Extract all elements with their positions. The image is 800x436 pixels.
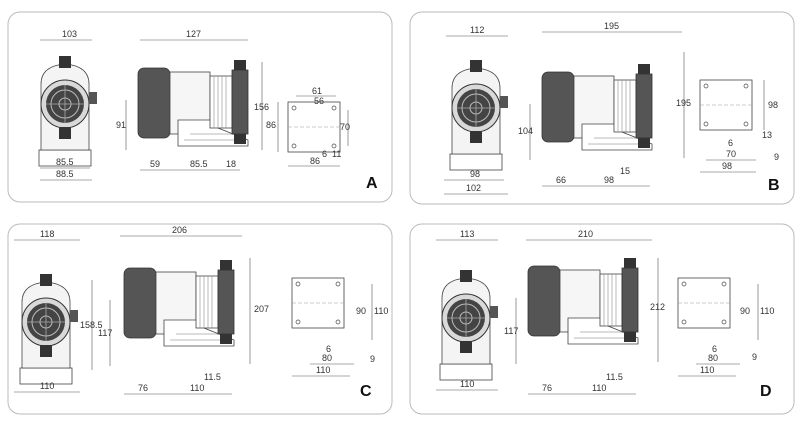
dim-label: 9	[752, 352, 757, 362]
dim-label: 158.5	[80, 320, 103, 330]
dim-label: 13	[762, 130, 772, 140]
dim-label: 98	[604, 175, 614, 185]
dim-label: 102	[466, 183, 481, 193]
dim-label: 6	[322, 149, 327, 159]
dim-label: 110	[592, 383, 606, 393]
dim-label: 86	[266, 120, 276, 130]
dim-label: 59	[150, 159, 160, 169]
dim-label: 104	[518, 126, 533, 136]
dim-label: 118	[40, 229, 54, 239]
panel-label: C	[360, 383, 372, 400]
dim-label: 88.5	[56, 169, 74, 179]
dim-label: 212	[650, 302, 665, 312]
dim-label: 11	[332, 149, 341, 159]
panel-d: 113 110 210 117 212 76 110 11.5 90 110 6…	[409, 223, 795, 415]
dim-label: 70	[340, 122, 350, 132]
dim-label: 15	[620, 166, 630, 176]
dim-label: 6	[728, 138, 733, 148]
dim-label: 70	[726, 149, 736, 159]
dim-label: 66	[556, 175, 566, 185]
dim-label: 207	[254, 304, 269, 314]
dim-label: 90	[356, 306, 366, 316]
rear-view	[677, 277, 731, 329]
dim-label: 110	[374, 306, 388, 316]
dim-label: 90	[740, 306, 750, 316]
dim-label: 18	[226, 159, 236, 169]
panel-label: A	[366, 175, 378, 192]
dim-label: 85.5	[56, 157, 74, 167]
rear-view	[291, 277, 345, 329]
dim-label: 6	[712, 344, 717, 354]
dim-label: 56	[314, 96, 324, 106]
dim-label: 112	[470, 25, 484, 35]
panel-a: 103 85.5 88.5 127 91 156 59 85.5 18 61 5…	[7, 11, 393, 203]
panel-label: D	[760, 383, 772, 400]
dim-label: 98	[722, 161, 732, 171]
dim-label: 127	[186, 29, 201, 39]
dim-label: 11.5	[204, 372, 221, 382]
dim-label: 117	[98, 328, 112, 338]
dim-label: 110	[460, 379, 474, 389]
dim-label: 80	[322, 353, 332, 363]
dim-label: 110	[760, 306, 774, 316]
dim-label: 113	[460, 229, 474, 239]
dim-label: 210	[578, 229, 593, 239]
panel-c: 118 158.5 110 206 117 207 76 110 11.5 90…	[7, 223, 393, 415]
dim-label: 110	[40, 381, 54, 391]
dim-label: 9	[774, 152, 779, 162]
dim-label: 76	[138, 383, 148, 393]
dim-label: 80	[708, 353, 718, 363]
dim-label: 86	[310, 156, 320, 166]
dim-label: 110	[700, 365, 714, 375]
dim-label: 110	[190, 383, 204, 393]
dim-label: 103	[62, 29, 77, 39]
dim-label: 6	[326, 344, 331, 354]
rear-view	[287, 101, 341, 153]
dim-label: 98	[470, 169, 480, 179]
dim-label: 195	[676, 98, 691, 108]
dim-label: 85.5	[190, 159, 208, 169]
dim-label: 110	[316, 365, 330, 375]
dim-label: 98	[768, 100, 778, 110]
rear-view	[699, 79, 753, 131]
dim-label: 117	[504, 326, 518, 336]
dim-label: 11.5	[606, 372, 623, 382]
dim-label: 156	[254, 102, 269, 112]
dim-label: 195	[604, 21, 619, 31]
dim-label: 9	[370, 354, 375, 364]
dim-label: 91	[116, 120, 126, 130]
dim-label: 76	[542, 383, 552, 393]
panel-label: B	[768, 177, 780, 194]
dim-label: 61	[312, 86, 322, 96]
dim-label: 206	[172, 225, 187, 235]
panel-b: 112 98 102 195 104 195 66 98 15 98 13 6 …	[409, 11, 795, 205]
